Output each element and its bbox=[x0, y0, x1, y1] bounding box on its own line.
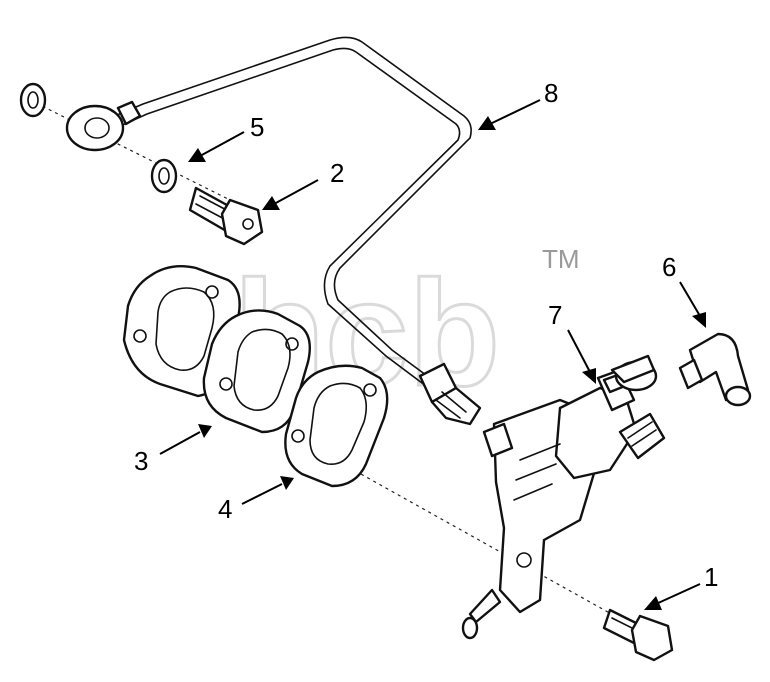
fuel-transfer-pump-7 bbox=[461, 354, 666, 640]
cap-screw-1 bbox=[602, 608, 674, 662]
callout-4: 4 bbox=[218, 494, 232, 524]
watermark-trademark: TM bbox=[542, 244, 580, 274]
elbow-fitting-6 bbox=[678, 332, 752, 407]
callout-6: 6 bbox=[662, 252, 676, 282]
washer-upper bbox=[19, 82, 47, 118]
inlet-fitting bbox=[418, 362, 482, 426]
washer-5 bbox=[150, 158, 178, 194]
fuel-line-pipe bbox=[109, 36, 472, 387]
gasket-4 bbox=[284, 364, 389, 488]
callout-5: 5 bbox=[250, 112, 264, 142]
callout-1: 1 bbox=[704, 562, 718, 592]
callout-leaders bbox=[159, 99, 706, 610]
banjo-fitting bbox=[65, 100, 142, 152]
center-line-banjo bbox=[29, 99, 251, 211]
gasket-3b bbox=[202, 309, 311, 434]
callout-labels: 1 2 3 4 5 6 7 8 bbox=[134, 78, 718, 592]
banjo-bolt-2 bbox=[188, 186, 264, 246]
callout-8: 8 bbox=[544, 78, 558, 108]
callout-7: 7 bbox=[548, 300, 562, 330]
callout-2: 2 bbox=[330, 158, 344, 188]
callout-3: 3 bbox=[134, 446, 148, 476]
